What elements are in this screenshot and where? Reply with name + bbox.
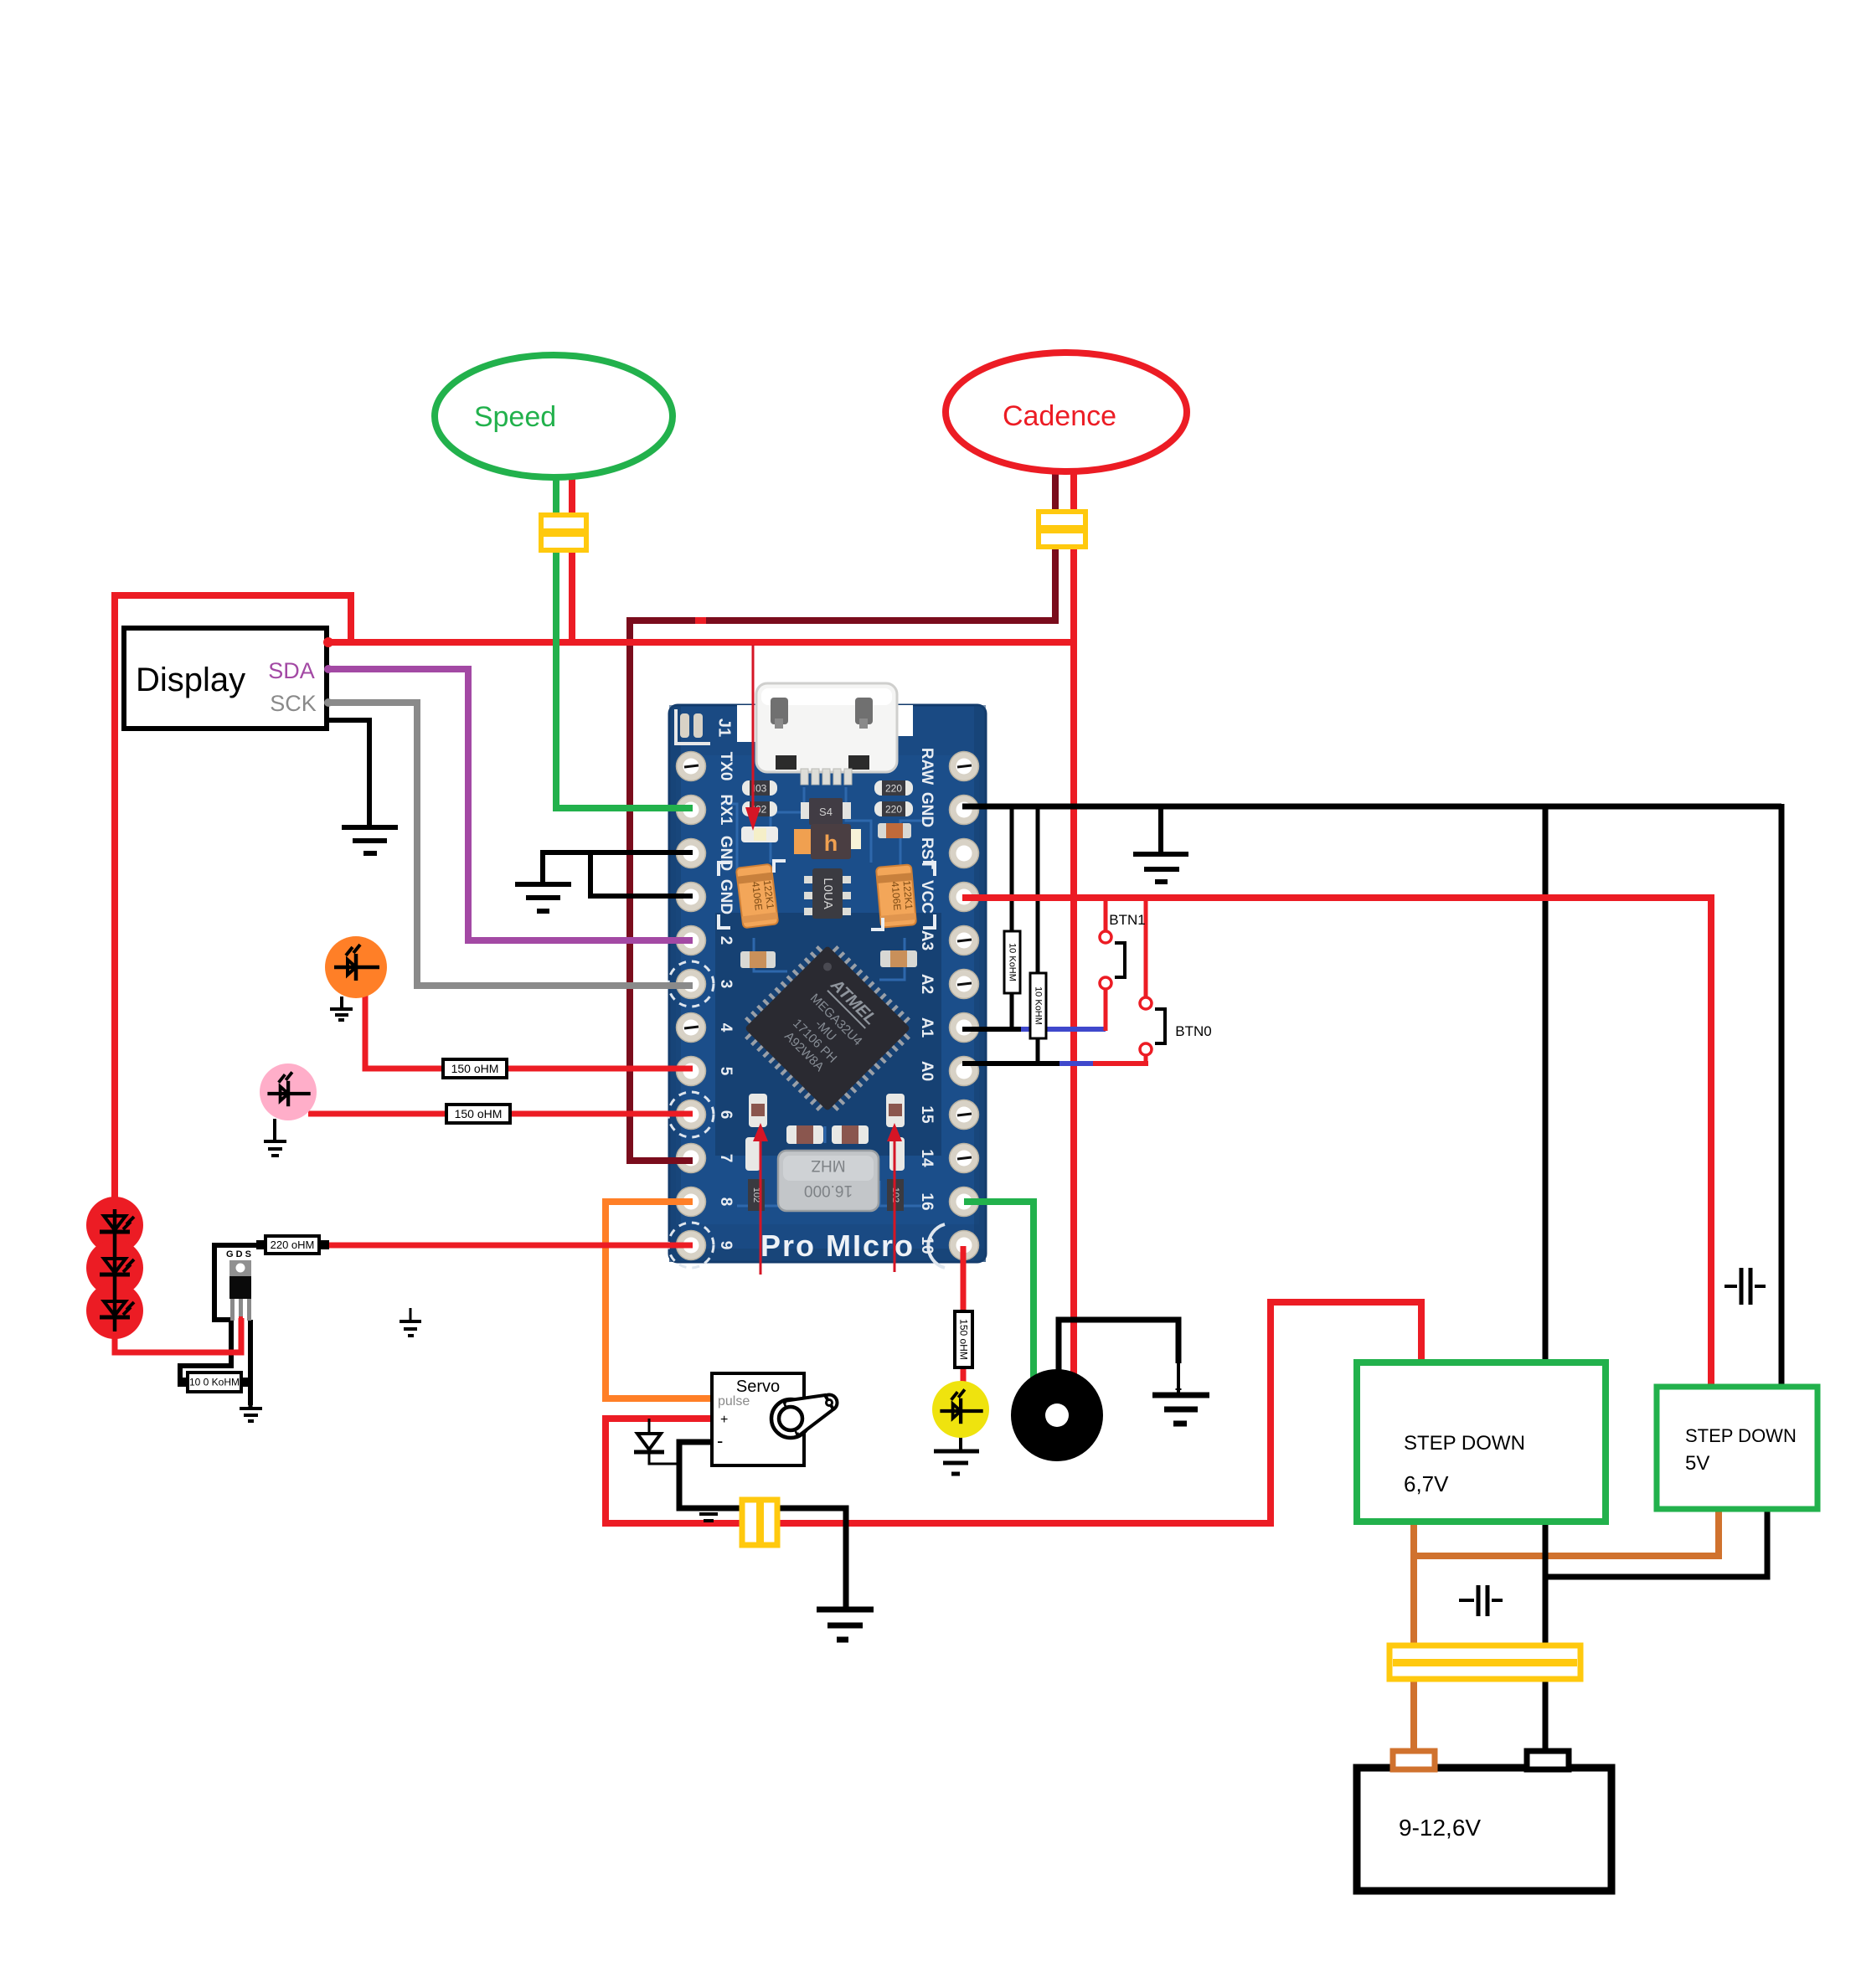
svg-text:RST: RST [918,837,936,869]
svg-text:pulse: pulse [718,1394,750,1409]
svg-text:I03: I03 [753,783,767,795]
svg-text:4106E: 4106E [889,881,904,911]
svg-text:10 KoHM: 10 KoHM [1034,986,1044,1025]
svg-text:10: 10 [918,1236,936,1254]
svg-text:14: 14 [918,1149,936,1167]
svg-text:A3: A3 [918,930,936,950]
svg-text:Display: Display [136,662,245,698]
svg-text:7: 7 [717,1154,735,1163]
svg-text:STEP DOWN: STEP DOWN [1685,1425,1797,1446]
svg-text:S4: S4 [819,806,833,818]
svg-text:122K1: 122K1 [900,880,915,910]
svg-text:10 KoHM: 10 KoHM [1008,943,1018,981]
svg-text:6,7V: 6,7V [1404,1471,1449,1496]
svg-text:A1: A1 [918,1017,936,1038]
svg-text:220: 220 [885,804,902,816]
svg-text:5V: 5V [1685,1452,1709,1475]
svg-text:BTN1: BTN1 [1109,912,1145,928]
svg-text:4106E: 4106E [750,881,765,911]
svg-text:+: + [720,1413,728,1427]
svg-text:Servo: Servo [736,1378,780,1396]
svg-text:SDA: SDA [268,658,315,683]
svg-text:102: 102 [751,1187,761,1203]
svg-text:Speed: Speed [474,401,556,433]
svg-text:BTN0: BTN0 [1175,1023,1211,1039]
svg-text:SCK: SCK [270,691,317,716]
svg-text:RX1: RX1 [717,795,735,826]
svg-text:Cadence: Cadence [1003,400,1116,432]
svg-text:GND: GND [717,879,735,914]
svg-text:4: 4 [717,1023,735,1033]
svg-text:9: 9 [717,1241,735,1250]
svg-text:6: 6 [717,1110,735,1120]
svg-text:A0: A0 [918,1061,936,1081]
svg-text:122K1: 122K1 [761,879,776,909]
svg-text:16.000: 16.000 [804,1182,853,1199]
svg-text:10 0 KoHM: 10 0 KoHM [189,1377,240,1388]
svg-text:220: 220 [885,783,902,795]
svg-text:MHZ: MHZ [811,1156,846,1174]
svg-text:h: h [824,831,838,856]
svg-text:8: 8 [717,1197,735,1207]
svg-text:STEP DOWN: STEP DOWN [1404,1432,1525,1455]
svg-text:3: 3 [717,980,735,989]
svg-text:J1: J1 [715,718,734,737]
svg-text:150 oHM: 150 oHM [455,1107,503,1120]
svg-text:RAW: RAW [918,748,936,785]
svg-text:VCC: VCC [918,880,936,914]
svg-text:5: 5 [717,1067,735,1076]
svg-text:2: 2 [717,936,735,945]
svg-text:16: 16 [918,1192,936,1210]
svg-text:G D S: G D S [226,1249,251,1259]
svg-text:Pro MIcro: Pro MIcro [760,1228,915,1263]
svg-text:220 oHM: 220 oHM [271,1239,315,1251]
svg-text:GND: GND [918,792,936,827]
svg-text:15: 15 [918,1105,936,1124]
svg-text:TX0: TX0 [717,752,735,781]
svg-text:A2: A2 [918,974,936,994]
svg-text:L0UA: L0UA [821,878,835,909]
svg-text:150 oHM: 150 oHM [451,1062,499,1075]
svg-text:-: - [717,1430,723,1451]
svg-text:9-12,6V: 9-12,6V [1399,1815,1481,1841]
svg-text:150 oHM: 150 oHM [958,1319,970,1360]
